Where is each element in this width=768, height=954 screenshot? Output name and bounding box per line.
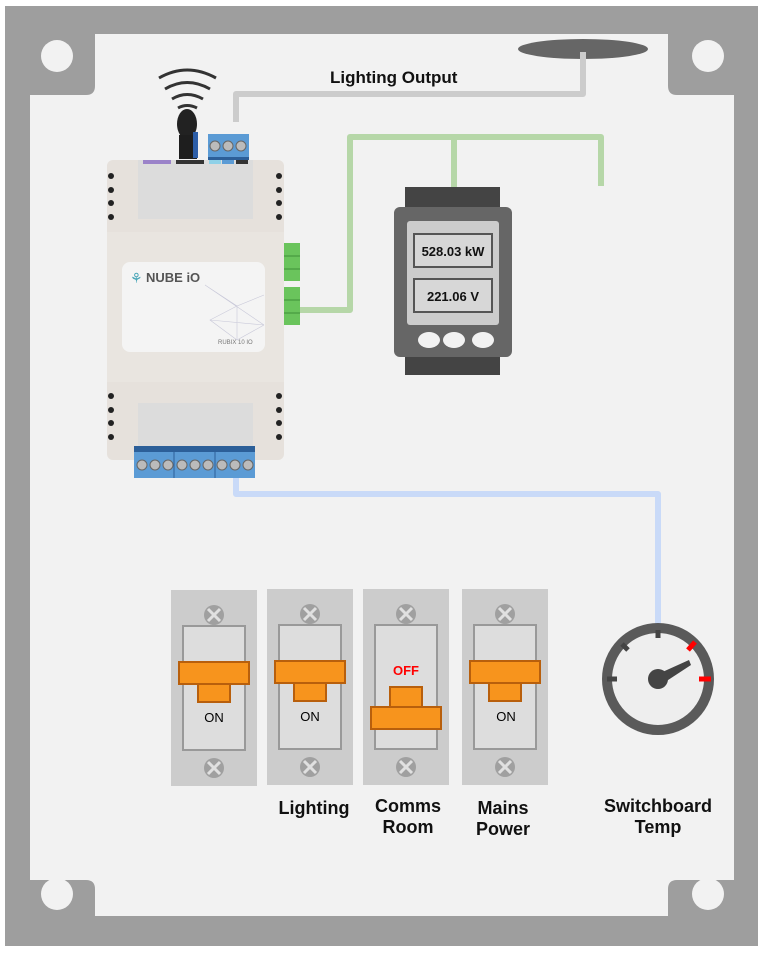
screw-slot <box>206 760 222 776</box>
temp-gauge-label: Switchboard Temp <box>580 796 736 837</box>
bottom-terminal-blocks <box>134 446 255 478</box>
mount-hole-bottom-right <box>692 878 724 910</box>
breaker-2-state: ON <box>300 709 320 724</box>
breaker-4[interactable] <box>462 589 548 785</box>
meter-button-3 <box>472 332 494 348</box>
breaker-4-label-line2: Power <box>475 818 531 839</box>
breaker-2-label: Lighting <box>278 798 350 818</box>
meter-wire <box>300 134 604 313</box>
temp-sensor-wire <box>233 478 661 628</box>
screw-slot <box>302 606 318 622</box>
power-display <box>413 233 493 268</box>
top-terminal-block <box>208 134 249 161</box>
controller-model: RUBIX 10 IO <box>218 340 253 346</box>
breaker-4-label: Mains Power <box>455 798 551 839</box>
breaker-2[interactable] <box>267 589 353 785</box>
power-meter <box>394 187 512 375</box>
voltage-display <box>413 278 493 313</box>
breaker-toggle <box>178 661 250 685</box>
breaker-3[interactable] <box>363 589 449 785</box>
breaker-toggle <box>370 706 442 730</box>
screw-slot <box>398 606 414 622</box>
controller-logo-icon: ⚘ <box>130 270 143 286</box>
wifi-antenna-icon <box>158 68 217 159</box>
meter-button-1 <box>418 332 440 348</box>
side-terminal-blocks <box>284 243 300 325</box>
lighting-output-wire <box>233 52 586 122</box>
screw-slot <box>206 607 222 623</box>
screw-slot <box>302 759 318 775</box>
breaker-toggle-stem <box>389 686 423 708</box>
breaker-3-label: Comms Room <box>360 796 456 837</box>
temp-gauge-label-line2: Temp <box>634 816 682 837</box>
temp-gauge-icon <box>602 623 714 735</box>
breaker-4-state: ON <box>496 709 516 724</box>
breaker-3-state: OFF <box>393 663 419 678</box>
breaker-toggle-stem <box>488 682 522 702</box>
controller-device: ⚘ <box>107 160 284 460</box>
screw-slot <box>398 759 414 775</box>
breaker-toggle-stem <box>197 683 231 703</box>
breaker-toggle <box>274 660 346 684</box>
breaker-4-label-line1: Mains <box>477 798 529 818</box>
screw-slot <box>497 606 513 622</box>
breaker-1[interactable] <box>171 590 257 786</box>
breaker-3-label-line2: Room <box>382 816 434 837</box>
mount-hole-top-right <box>692 40 724 72</box>
temp-gauge-label-line1: Switchboard <box>603 796 712 816</box>
screw-slot <box>497 759 513 775</box>
breaker-1-state: ON <box>204 710 224 725</box>
power-reading: 528.03 kW <box>421 244 485 259</box>
mount-hole-bottom-left <box>41 878 73 910</box>
light-fixture-icon <box>518 39 648 59</box>
controller-brand: NUBE iO <box>146 270 201 285</box>
breaker-3-label-line1: Comms <box>374 796 441 816</box>
breaker-toggle-stem <box>293 682 327 702</box>
breaker-toggle <box>469 660 541 684</box>
voltage-reading: 221.06 V <box>426 289 480 304</box>
meter-button-2 <box>443 332 465 348</box>
lighting-output-label: Lighting Output <box>330 68 458 87</box>
mount-hole-top-left <box>41 40 73 72</box>
